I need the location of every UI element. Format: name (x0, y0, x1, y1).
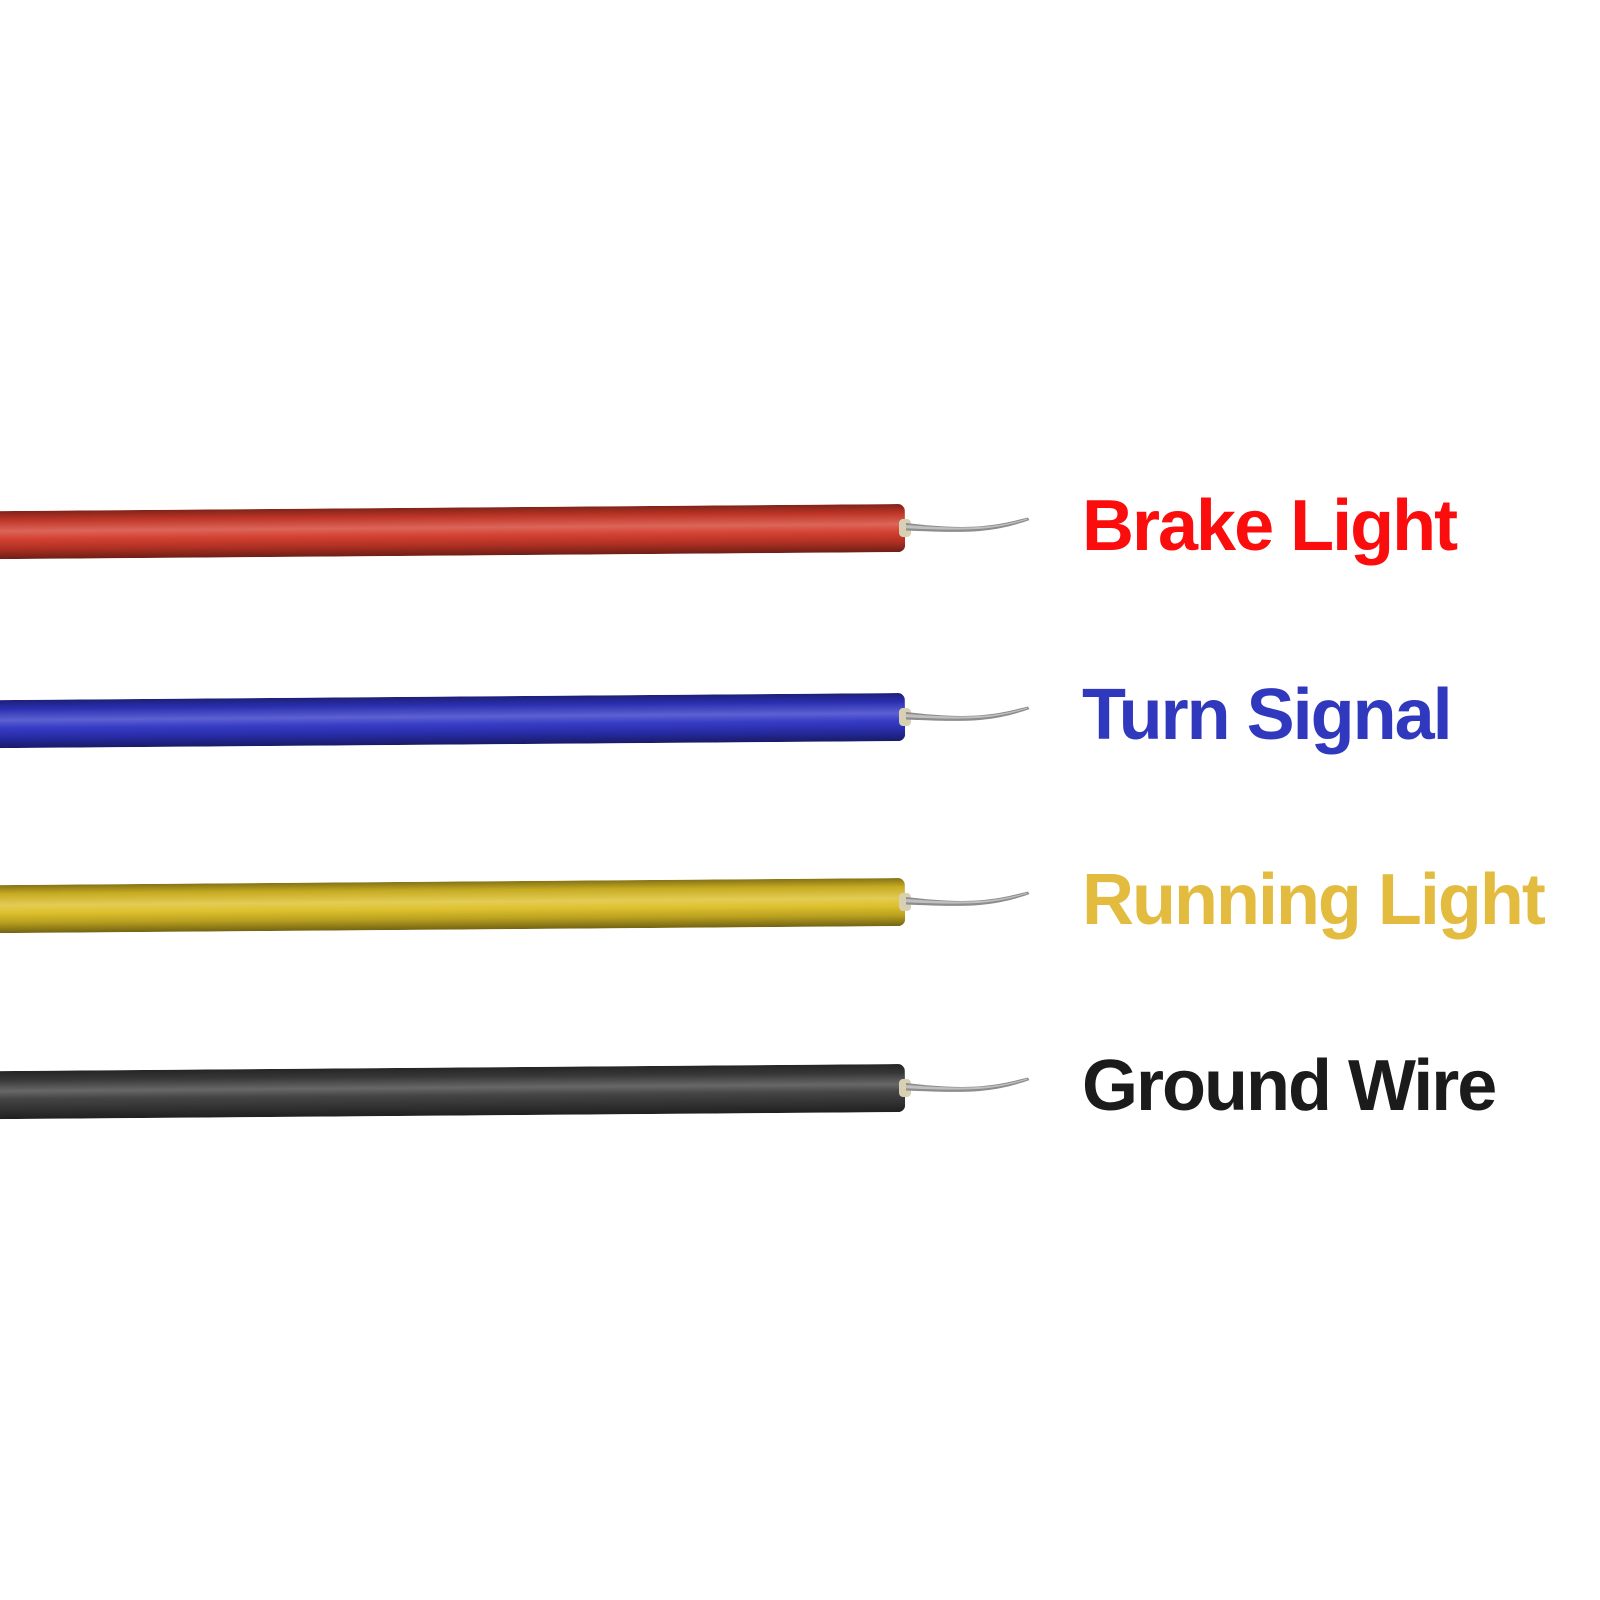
stripped-conductor-tip (905, 891, 1030, 906)
blue-wire (0, 692, 1035, 749)
wire-row-turn-signal: Turn Signal (0, 679, 1600, 751)
blue-wire-insulation (0, 693, 906, 749)
black-wire-insulation (0, 1064, 906, 1120)
red-wire-insulation (0, 504, 906, 560)
label-brake-light: Brake Light (1082, 485, 1458, 566)
label-turn-signal: Turn Signal (1082, 674, 1453, 755)
wire-row-brake-light: Brake Light (0, 490, 1600, 562)
wire-row-running-light: Running Light (0, 864, 1600, 936)
label-ground-wire: Ground Wire (1082, 1045, 1497, 1126)
black-wire (0, 1063, 1035, 1120)
yellow-wire (0, 877, 1035, 934)
red-wire (0, 503, 1035, 560)
wire-row-ground-wire: Ground Wire (0, 1050, 1600, 1122)
stripped-conductor-tip (905, 1077, 1030, 1092)
label-running-light: Running Light (1082, 859, 1546, 940)
stripped-conductor-tip (905, 706, 1030, 721)
yellow-wire-insulation (0, 878, 906, 934)
stripped-conductor-tip (905, 517, 1030, 532)
